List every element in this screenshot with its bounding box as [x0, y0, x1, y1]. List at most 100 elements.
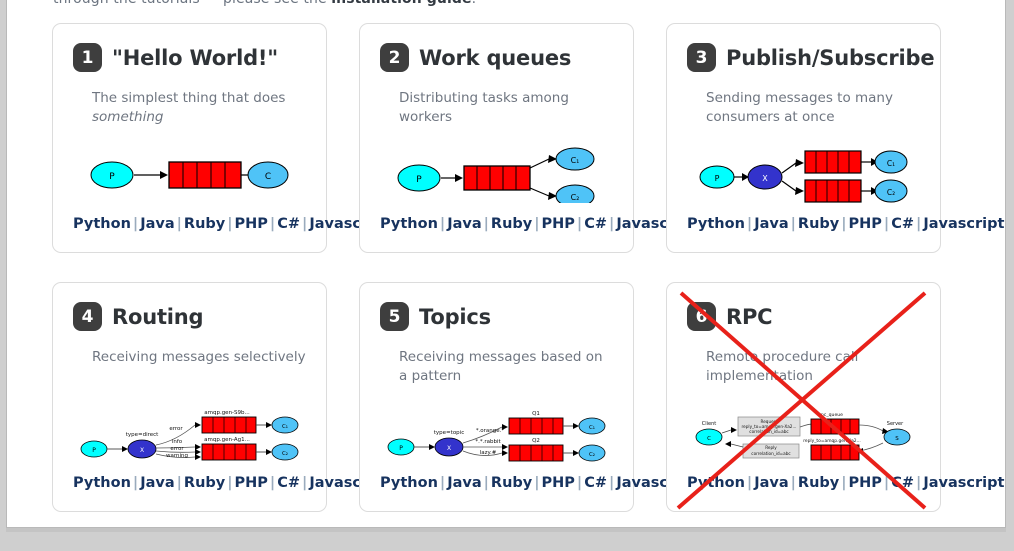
lang-separator: | — [132, 216, 139, 232]
svg-text:lazy.#: lazy.# — [479, 450, 496, 456]
lang-link-csharp[interactable]: C# — [891, 475, 915, 491]
card-title[interactable]: "Hello World!" — [112, 45, 279, 70]
lang-link-csharp[interactable]: C# — [891, 216, 915, 232]
lang-separator: | — [534, 475, 540, 491]
lang-link-javascript[interactable]: Javascript — [923, 475, 1005, 491]
diagram-rpc: Client C Request reply_to=amqp.gen-Xa2..… — [667, 403, 940, 465]
lang-separator: | — [439, 216, 446, 232]
svg-text:C₁: C₁ — [886, 159, 894, 168]
lang-separator: | — [176, 475, 182, 491]
card-number-badge: 3 — [687, 43, 716, 72]
tutorial-card-work-queues[interactable]: 2 Work queues Distributing tasks among w… — [359, 23, 729, 253]
lang-link-ruby[interactable]: Ruby — [797, 216, 840, 232]
svg-text:X: X — [762, 174, 768, 183]
svg-text:C₂: C₂ — [886, 188, 894, 197]
lang-link-ruby[interactable]: Ruby — [797, 475, 840, 491]
lang-separator: | — [883, 216, 890, 232]
lang-link-python[interactable]: Python — [687, 216, 745, 232]
svg-text:type=topic: type=topic — [433, 430, 463, 436]
svg-text:rpc_queue: rpc_queue — [818, 412, 842, 418]
lang-link-java[interactable]: Java — [140, 216, 175, 232]
lang-separator: | — [576, 475, 583, 491]
lang-link-php[interactable]: PHP — [541, 475, 575, 491]
svg-text:C₁: C₁ — [570, 156, 579, 165]
lang-link-ruby[interactable]: Ruby — [183, 216, 226, 232]
lang-link-javascript[interactable]: Javascript — [923, 216, 1005, 232]
svg-text:C₁: C₁ — [588, 425, 594, 431]
diagram-routing: P X type=direct error info — [53, 403, 326, 465]
card-number-badge: 2 — [380, 43, 409, 72]
card-number-badge: 1 — [73, 43, 102, 72]
lang-separator: | — [269, 216, 276, 232]
svg-text:C₁: C₁ — [281, 424, 287, 430]
lang-link-java[interactable]: Java — [447, 216, 482, 232]
lang-link-python[interactable]: Python — [687, 475, 745, 491]
lang-link-php[interactable]: PHP — [234, 216, 268, 232]
lang-separator: | — [790, 216, 796, 232]
diagram-hello-world: P C — [53, 144, 326, 206]
card-description-text: The simplest thing that does — [92, 90, 286, 106]
lang-link-java[interactable]: Java — [447, 475, 482, 491]
lang-link-python[interactable]: Python — [380, 216, 438, 232]
svg-text:*.orange.*: *.orange.* — [475, 428, 504, 434]
lang-link-csharp[interactable]: C# — [277, 475, 301, 491]
card-description-text: Receiving messages based on a pattern — [399, 349, 603, 384]
svg-text:P: P — [109, 172, 115, 182]
card-title[interactable]: Publish/Subscribe — [726, 45, 935, 70]
card-number-badge: 6 — [687, 302, 716, 331]
diagram-work-queues: P — [360, 144, 633, 206]
intro-text-after: . — [472, 0, 477, 7]
lang-link-php[interactable]: PHP — [234, 475, 268, 491]
lang-separator: | — [746, 216, 753, 232]
tutorial-card-publish-subscribe[interactable]: 3 Publish/Subscribe Sending messages to … — [666, 23, 1004, 253]
lang-separator: | — [483, 216, 489, 232]
tutorial-card-topics[interactable]: 5 Topics Receiving messages based on a p… — [359, 282, 729, 512]
lang-link-csharp[interactable]: C# — [584, 216, 608, 232]
lang-separator: | — [132, 475, 139, 491]
lang-separator: | — [609, 216, 615, 232]
lang-link-php[interactable]: PHP — [848, 216, 882, 232]
lang-separator: | — [534, 216, 540, 232]
lang-link-ruby[interactable]: Ruby — [490, 475, 533, 491]
card-title[interactable]: RPC — [726, 304, 773, 329]
lang-link-python[interactable]: Python — [380, 475, 438, 491]
lang-link-php[interactable]: PHP — [541, 216, 575, 232]
card-description: Receiving messages based on a pattern — [399, 348, 613, 386]
lang-link-java[interactable]: Java — [140, 475, 175, 491]
lang-link-ruby[interactable]: Ruby — [490, 216, 533, 232]
lang-link-java[interactable]: Java — [754, 216, 789, 232]
lang-link-ruby[interactable]: Ruby — [183, 475, 226, 491]
card-title[interactable]: Work queues — [419, 45, 572, 70]
svg-text:Server: Server — [886, 421, 903, 427]
intro-text: through the tutorials — please see the i… — [53, 0, 973, 7]
svg-text:C₂: C₂ — [281, 451, 287, 457]
tutorial-card-routing[interactable]: 4 Routing Receiving messages selectively… — [52, 282, 422, 512]
tutorial-card-rpc[interactable]: 6 RPC Remote procedure call implementati… — [666, 282, 1004, 512]
card-header: 6 RPC — [687, 302, 920, 331]
card-description: Distributing tasks among workers — [399, 89, 613, 127]
tutorial-cards-grid: 1 "Hello World!" The simplest thing that… — [52, 23, 1004, 512]
card-header: 4 Routing — [73, 302, 306, 331]
lang-separator: | — [841, 216, 847, 232]
svg-text:C₂: C₂ — [588, 452, 594, 458]
lang-separator: | — [302, 475, 308, 491]
card-title[interactable]: Topics — [419, 304, 491, 329]
lang-link-csharp[interactable]: C# — [277, 216, 301, 232]
svg-text:X: X — [446, 445, 450, 452]
tutorial-card-hello-world[interactable]: 1 "Hello World!" The simplest thing that… — [52, 23, 422, 253]
card-title[interactable]: Routing — [112, 304, 204, 329]
lang-link-csharp[interactable]: C# — [584, 475, 608, 491]
lang-link-java[interactable]: Java — [754, 475, 789, 491]
svg-text:amqp.gen-S9b...: amqp.gen-S9b... — [204, 410, 250, 416]
lang-separator: | — [227, 216, 233, 232]
lang-link-php[interactable]: PHP — [848, 475, 882, 491]
lang-separator: | — [483, 475, 489, 491]
card-description: Remote procedure call implementation — [706, 348, 920, 386]
installation-guide-link[interactable]: installation guide — [331, 0, 471, 7]
svg-text:P: P — [416, 175, 422, 185]
lang-link-python[interactable]: Python — [73, 475, 131, 491]
svg-text:type=direct: type=direct — [125, 432, 158, 438]
lang-separator: | — [227, 475, 233, 491]
lang-separator: | — [746, 475, 753, 491]
lang-link-python[interactable]: Python — [73, 216, 131, 232]
